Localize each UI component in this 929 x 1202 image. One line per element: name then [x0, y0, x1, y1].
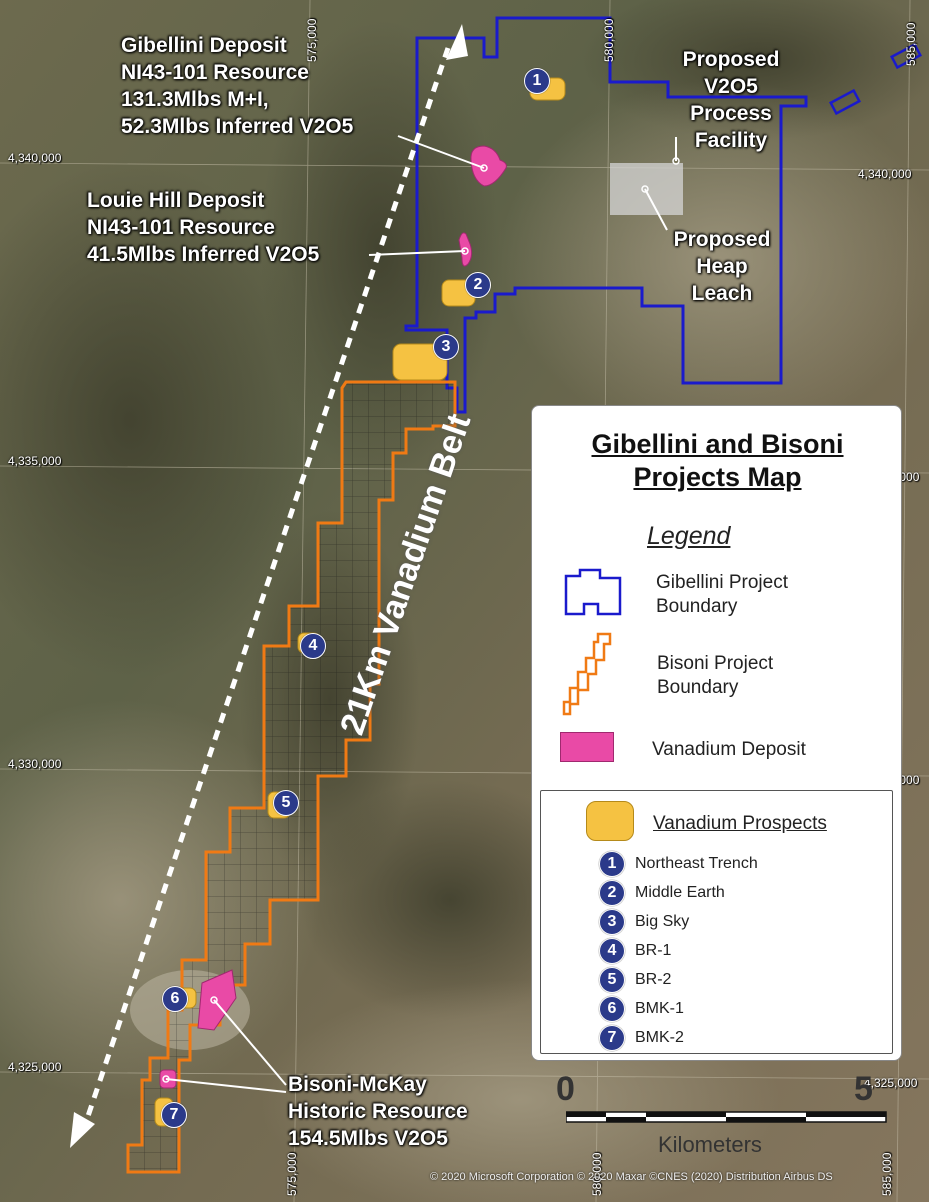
prospect-item: 4 BR-1: [599, 938, 671, 964]
scale-end: 5: [854, 1070, 873, 1108]
prospect-name: BMK-2: [635, 1029, 684, 1046]
prospect-num: 6: [599, 996, 625, 1022]
gibellini-boundary-swatch: [564, 568, 622, 616]
marker-6[interactable]: 6: [162, 986, 188, 1012]
bisoni-boundary: [126, 380, 457, 1174]
gibellini-boundary: [404, 16, 808, 414]
scale-bar-graphic: [566, 1111, 887, 1123]
easting-label: 575,000: [305, 18, 319, 62]
legend-panel: Gibellini and Bisoni Projects Map Legend…: [531, 405, 902, 1061]
prospect-num: 1: [599, 851, 625, 877]
leader-endpoints: [162, 157, 680, 1083]
terrain-ridge: [0, 160, 320, 680]
prospect-name: BMK-1: [635, 1000, 684, 1017]
bisoni-grid: [128, 382, 455, 1172]
legend-heading: Legend: [647, 522, 731, 550]
vanadium-belt-arrow: [82, 47, 451, 1126]
map-title: Gibellini and Bisoni Projects Map: [591, 429, 844, 492]
prospects-box: Vanadium Prospects 1 Northeast Trench 2 …: [540, 790, 893, 1054]
louie-hill-deposit-label: Louie Hill Deposit NI43-101 Resource 41.…: [87, 189, 320, 266]
northing-label: 4,335,000: [8, 454, 62, 468]
prospect-name: BR-2: [635, 971, 672, 988]
louie-hill-deposit: [458, 232, 473, 267]
gibellini-boundary: [890, 42, 922, 70]
prospect-item: 7 BMK-2: [599, 1025, 684, 1051]
gibellini-boundary: [829, 88, 861, 116]
scale-unit: Kilometers: [658, 1132, 762, 1157]
process-facility-label: Proposed V2O5 Process Facility: [682, 48, 780, 152]
bisoni-boundary-label: Bisoni Project Boundary: [657, 653, 774, 698]
easting-label: 580,000: [602, 18, 616, 62]
prospect-name: BR-1: [635, 942, 672, 959]
belt-arrowhead-top: [446, 24, 468, 60]
prospect-item: 3 Big Sky: [599, 909, 689, 935]
marker-2[interactable]: 2: [465, 272, 491, 298]
prospect-item: 2 Middle Earth: [599, 880, 725, 906]
gibellini-boundary-label: Gibellini Project Boundary: [656, 572, 788, 617]
bisoni-mckay-label: Bisoni-McKay Historic Resource 154.5Mlbs…: [288, 1073, 468, 1150]
prospect-name: Big Sky: [635, 913, 690, 930]
prospect-num: 2: [599, 880, 625, 906]
deposit-label: Vanadium Deposit: [652, 739, 806, 760]
deposit-swatch: [560, 732, 614, 762]
imagery-copyright: © 2020 Microsoft Corporation © 2020 Maxa…: [430, 1171, 833, 1183]
prospect-num: 7: [599, 1025, 625, 1051]
heap-leach-pad: [610, 163, 683, 215]
bisoni-boundary-swatch: [562, 632, 612, 716]
gibellini-deposit-label: Gibellini Deposit NI43-101 Resource 131.…: [121, 34, 354, 138]
easting-label: 575,000: [285, 1152, 299, 1196]
northing-label: 4,340,000: [8, 151, 62, 165]
northing-label: 4,330,000: [8, 757, 62, 771]
prospect-swatch: [586, 801, 634, 841]
easting-label: 585,000: [904, 22, 918, 66]
northing-label: 4,325,000: [864, 1076, 918, 1090]
scale-bar: 0 5 Kilometers: [556, 1070, 890, 1162]
marker-4[interactable]: 4: [300, 633, 326, 659]
prospect-num: 5: [599, 967, 625, 993]
terrain-light: [500, 80, 929, 440]
leader-lines: [165, 135, 677, 1093]
prospect-item: 1 Northeast Trench: [599, 851, 758, 877]
terrain-ridge: [300, 780, 600, 1020]
prospect-num: 3: [599, 909, 625, 935]
prospect-item: 5 BR-2: [599, 967, 671, 993]
prospects-label: Vanadium Prospects: [653, 813, 827, 834]
prospect-item: 6 BMK-1: [599, 996, 684, 1022]
prospect-name: Middle Earth: [635, 884, 725, 901]
belt-arrowhead-bottom: [70, 1112, 95, 1148]
northing-label: 4,340,000: [858, 167, 912, 181]
marker-7[interactable]: 7: [161, 1102, 187, 1128]
heap-leach-label: Proposed Heap Leach: [673, 228, 771, 305]
northing-label: 4,325,000: [8, 1060, 62, 1074]
prospect-name: Northeast Trench: [635, 855, 758, 872]
scale-start: 0: [556, 1070, 575, 1108]
prospect-num: 4: [599, 938, 625, 964]
gibellini-deposit: [470, 145, 507, 187]
marker-5[interactable]: 5: [273, 790, 299, 816]
marker-1[interactable]: 1: [524, 68, 550, 94]
marker-3[interactable]: 3: [433, 334, 459, 360]
